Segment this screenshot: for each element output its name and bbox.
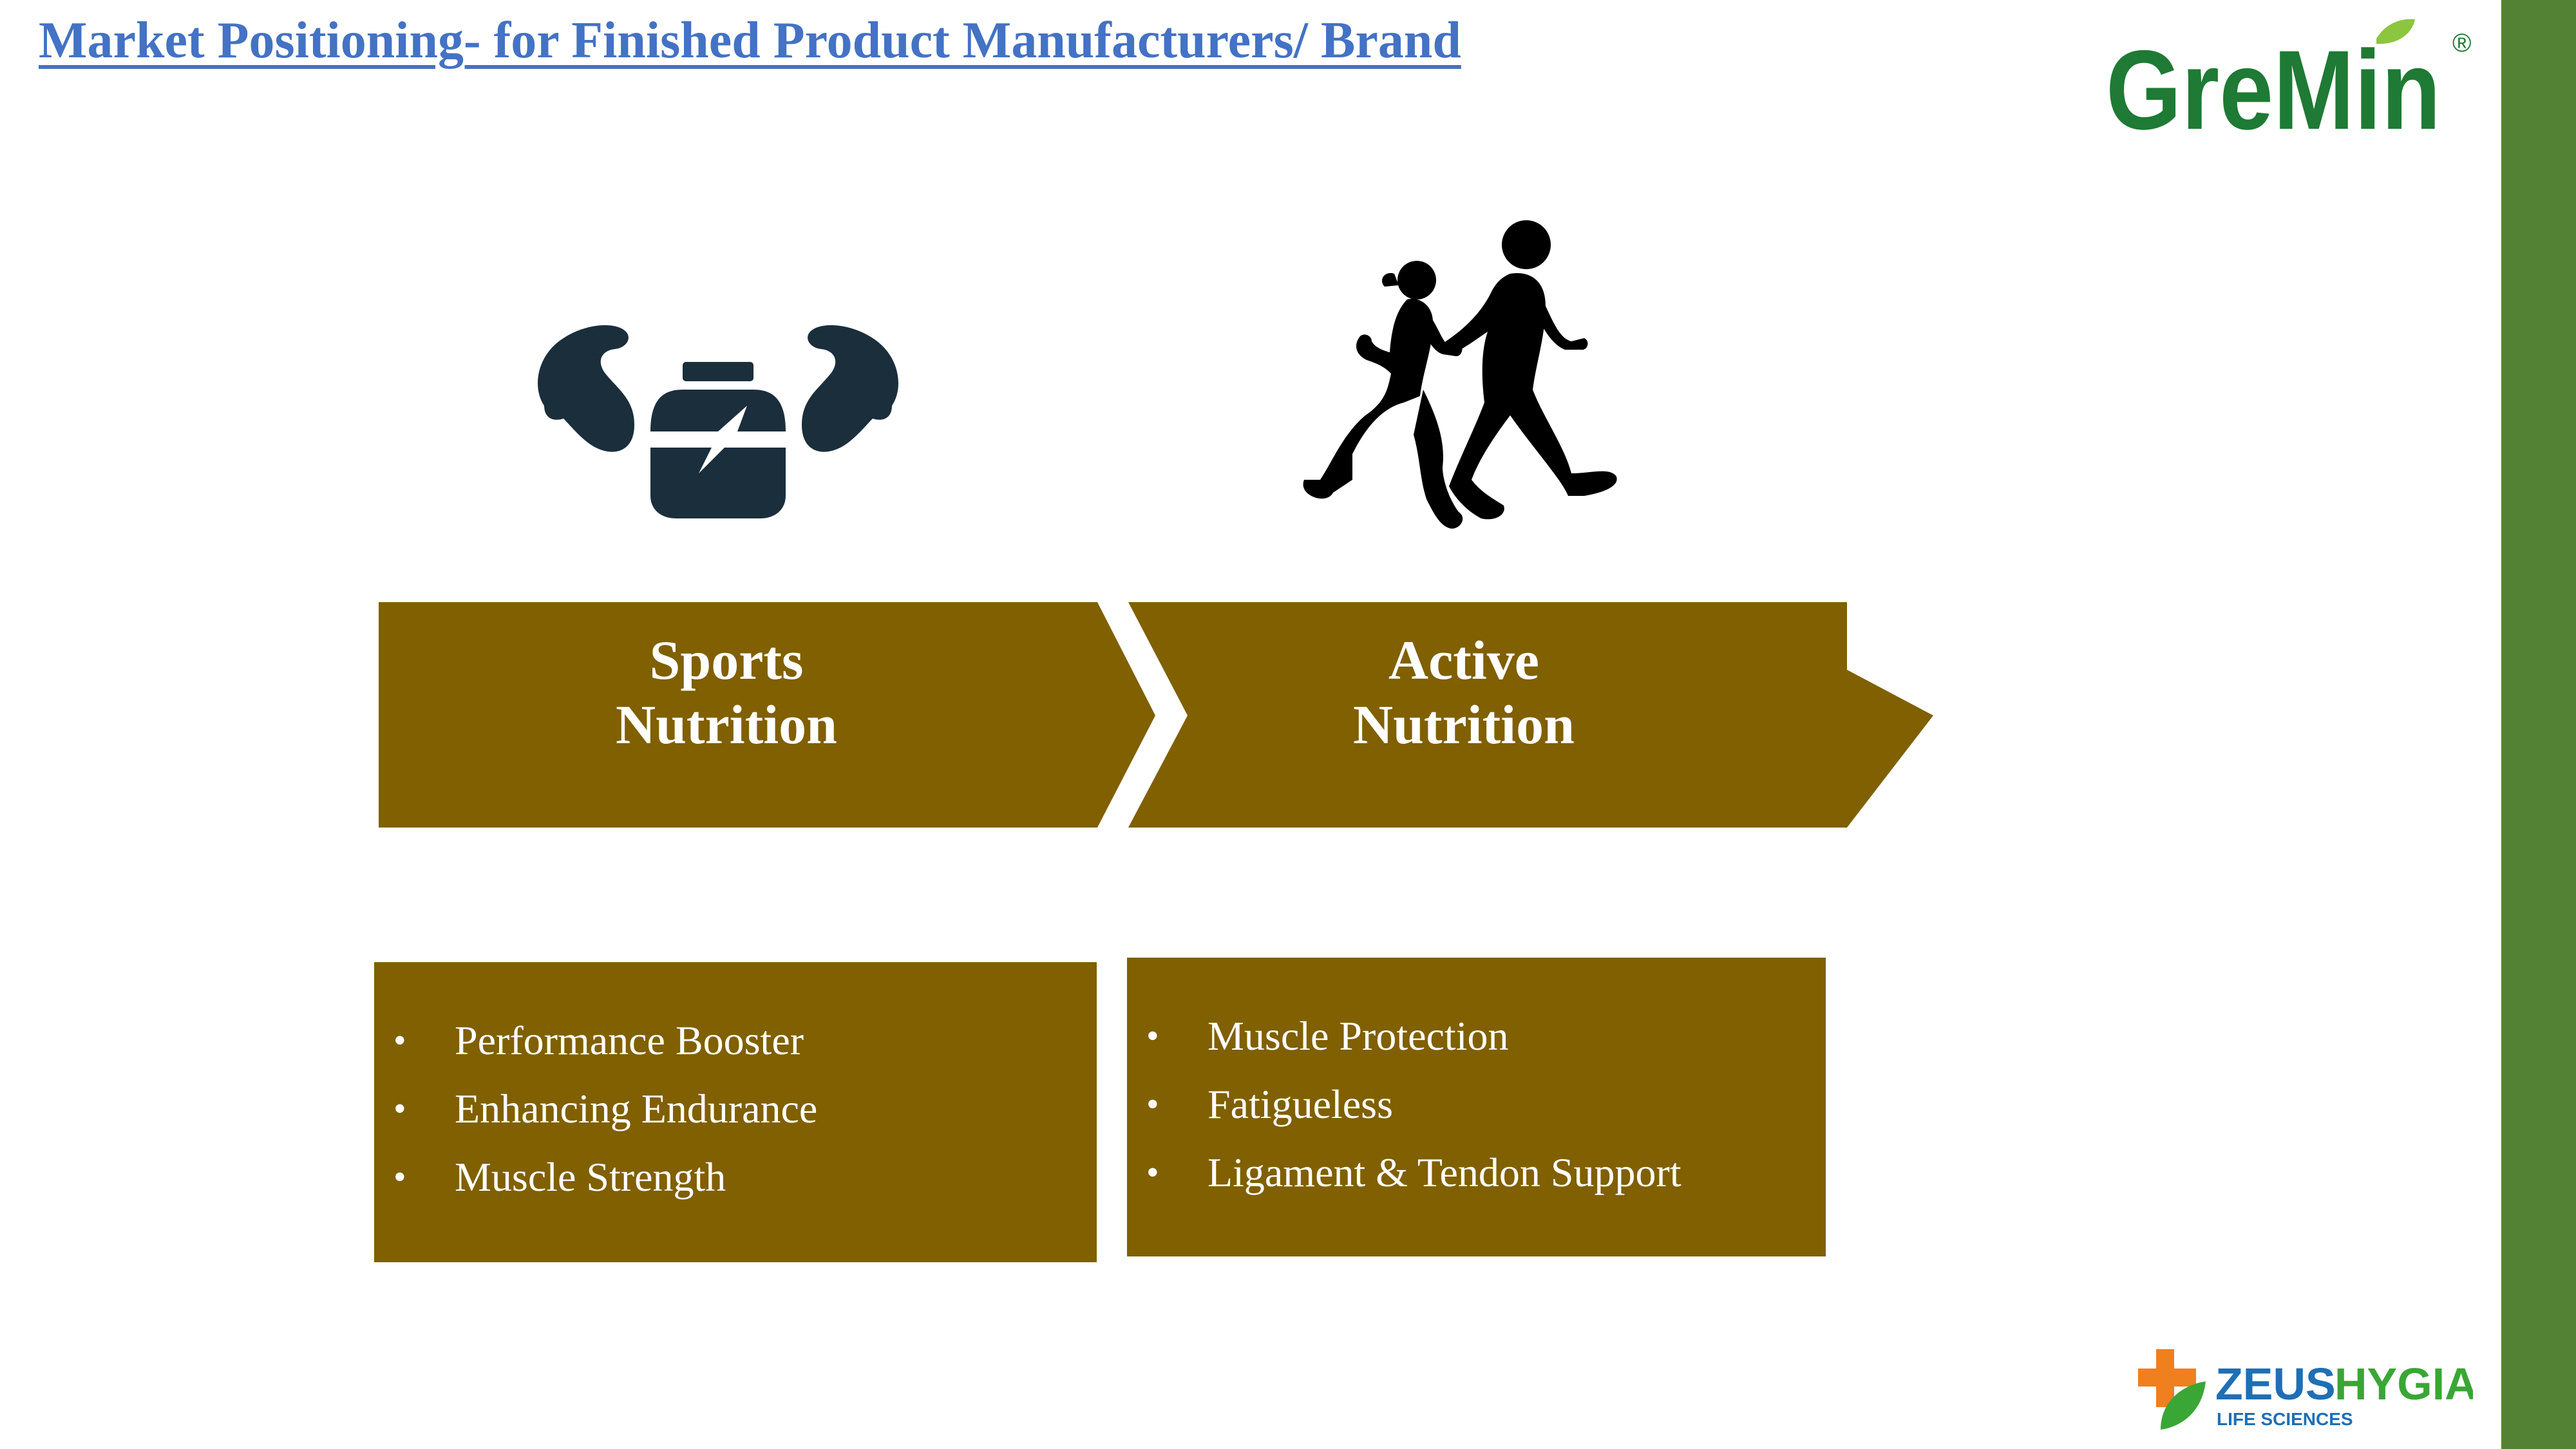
right-accent-bar bbox=[2501, 0, 2576, 1449]
benefits-panel-sports: •Performance Booster •Enhancing Enduranc… bbox=[374, 962, 1097, 1262]
list-item: •Performance Booster bbox=[393, 1018, 804, 1063]
svg-text:GreMin: GreMin bbox=[2106, 28, 2441, 142]
page-title: Market Positioning- for Finished Product… bbox=[39, 12, 1461, 69]
zeushygia-logo: ZEUS HYGIA LIFE SCIENCES bbox=[2138, 1349, 2473, 1430]
stage-title: Active Nutrition bbox=[1353, 629, 1575, 755]
chevron-sports-nutrition bbox=[379, 602, 1190, 828]
list-item: •Muscle Strength bbox=[393, 1154, 726, 1200]
svg-text:LIFE SCIENCES: LIFE SCIENCES bbox=[2217, 1409, 2353, 1429]
chevron-separator bbox=[1097, 602, 1188, 828]
list-item: •Enhancing Endurance bbox=[393, 1086, 818, 1132]
runners-icon bbox=[1303, 220, 1617, 529]
svg-text:®: ® bbox=[2452, 29, 2471, 57]
svg-text:HYGIA: HYGIA bbox=[2334, 1359, 2473, 1409]
muscle-supplement-jar-icon bbox=[538, 325, 898, 518]
list-item: •Ligament & Tendon Support bbox=[1146, 1150, 1681, 1195]
gremin-logo: GreMin ® bbox=[2106, 19, 2471, 142]
chevron-active-nutrition bbox=[1128, 602, 1933, 828]
svg-text:ZEUS: ZEUS bbox=[2215, 1359, 2336, 1409]
list-item: •Muscle Protection bbox=[1146, 1013, 1509, 1059]
list-item: •Fatigueless bbox=[1146, 1081, 1393, 1127]
stage-title: Sports Nutrition bbox=[616, 629, 837, 755]
benefits-panel-active: •Muscle Protection •Fatigueless •Ligamen… bbox=[1127, 958, 1826, 1256]
